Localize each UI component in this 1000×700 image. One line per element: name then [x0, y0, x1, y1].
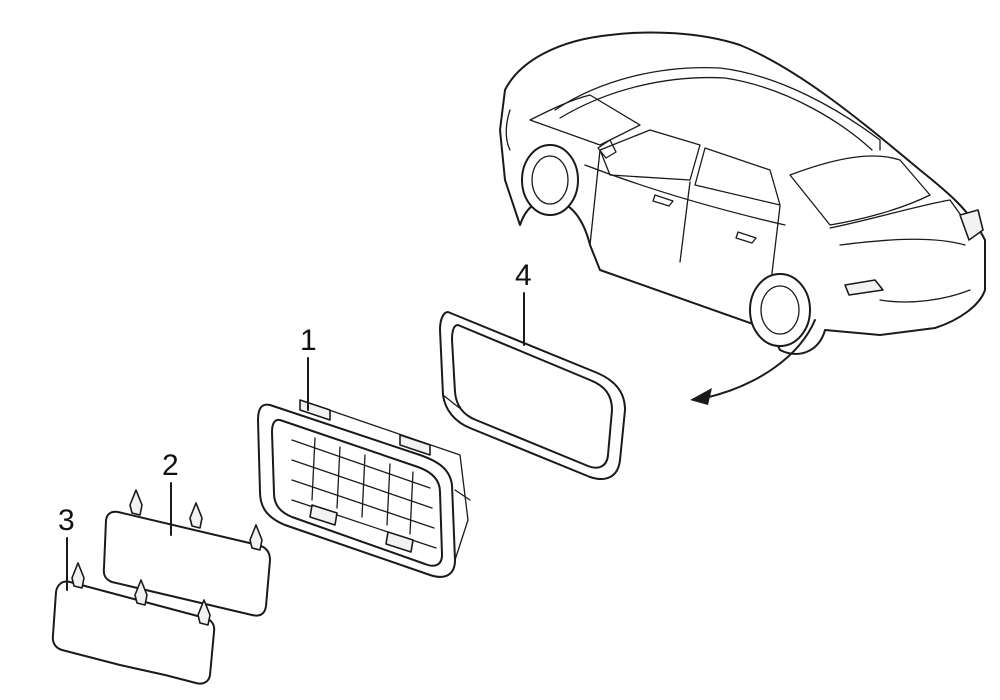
part-3-cover: [51, 562, 216, 685]
vehicle-illustration: [499, 31, 986, 355]
callout-label-3: 3: [58, 504, 75, 537]
callout-3: 3: [58, 504, 75, 591]
callout-label-1: 1: [300, 324, 317, 357]
location-arrow: [690, 319, 816, 405]
part-1-grille: [257, 399, 471, 578]
callout-4: 4: [515, 259, 532, 346]
callout-label-2: 2: [162, 449, 179, 482]
callout-2: 2: [162, 449, 179, 536]
callout-label-4: 4: [515, 259, 532, 292]
part-4-seal: [439, 311, 626, 480]
callout-1: 1: [300, 324, 317, 411]
